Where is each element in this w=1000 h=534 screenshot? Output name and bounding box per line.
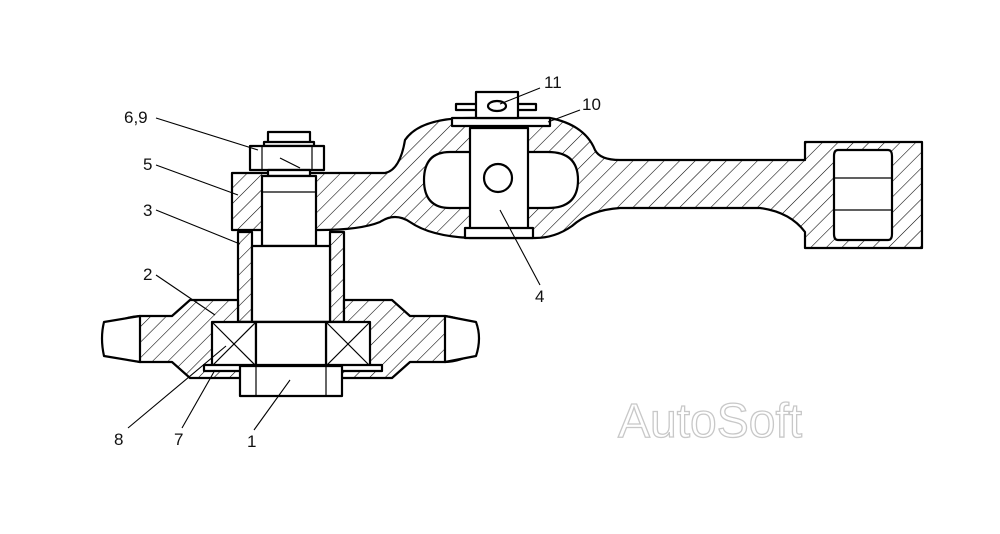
callout-8: 8	[114, 430, 123, 449]
leader-lines	[127, 87, 581, 431]
lever-arm	[230, 116, 924, 250]
watermark-logo: AutoSoft	[618, 395, 802, 448]
shaft-lower	[254, 320, 328, 368]
callout-labels: 6,9 5 3 2 8 7 1 4 10 11	[114, 73, 601, 451]
clamp-bore	[482, 162, 514, 194]
housing	[100, 298, 481, 398]
shaft-middle	[250, 244, 332, 324]
clamp-block	[450, 90, 552, 240]
callout-3: 3	[143, 201, 152, 220]
shaft-nut	[248, 130, 326, 178]
nut	[248, 144, 326, 172]
callout-11: 11	[544, 73, 562, 92]
callout-2: 2	[143, 265, 152, 284]
shaft-bottom	[238, 364, 344, 398]
bushing	[236, 230, 346, 324]
arm-end-window	[832, 148, 894, 242]
callout-6-9: 6,9	[124, 108, 148, 127]
shaft-upper	[260, 174, 318, 248]
callout-4: 4	[535, 287, 544, 306]
callout-7: 7	[174, 430, 183, 449]
callout-10: 10	[582, 95, 601, 114]
lock-plate	[450, 116, 552, 128]
callout-1: 1	[247, 432, 256, 451]
shaft	[260, 174, 318, 248]
callout-5: 5	[143, 155, 152, 174]
